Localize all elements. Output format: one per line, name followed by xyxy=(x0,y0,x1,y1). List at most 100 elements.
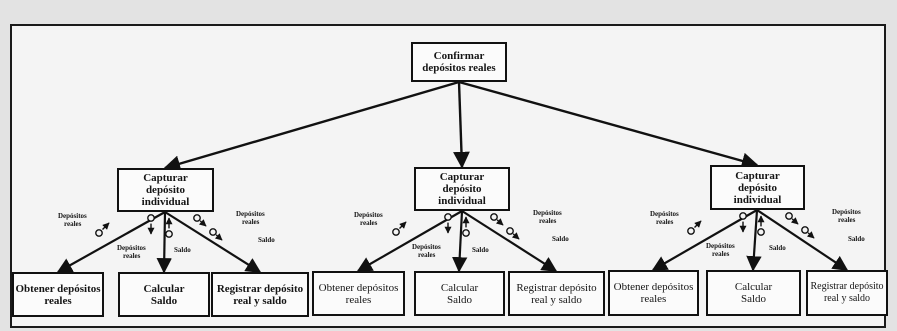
group-1-child-obtener[interactable]: Obtener depósitos reales xyxy=(12,272,104,317)
group-1-flow-right-saldo: Saldo xyxy=(258,236,275,244)
group-3-to-child-1-arrow xyxy=(651,209,758,271)
group-1-flow-mid-line1: Depósitos xyxy=(117,244,146,252)
group-3-flow-saldo-label: Saldo xyxy=(769,244,786,252)
group-2-flow-mid-label: Depósitos reales xyxy=(412,243,441,259)
group-3-couple-right-2-circle xyxy=(801,226,809,234)
group-2-to-child-2-arrow xyxy=(452,210,468,273)
group-2-parent-line2: depósito xyxy=(442,183,482,195)
group-1-couple-left-arrow xyxy=(102,222,110,230)
group-3-flow-right-saldo-label: Saldo xyxy=(848,235,865,243)
group-2-child-3-line2: real y saldo xyxy=(531,293,582,306)
root-label-line1: Confirmar xyxy=(433,50,485,62)
group-3-flow-right-line2: reales xyxy=(838,216,856,224)
group-3-flow-left-line1: Depósitos xyxy=(650,210,679,218)
group-3-child-obtener[interactable]: Obtener depósitos reales xyxy=(608,270,699,316)
group-1-child-2-line2: Saldo xyxy=(150,294,178,307)
group-2-child-calcular[interactable]: Calcular Saldo xyxy=(414,271,505,316)
group-1-flow-right-line1: Depósitos xyxy=(236,210,265,218)
group-1-flow-left-label: Depósitos reales xyxy=(58,212,87,228)
group-3-child-registrar[interactable]: Registrar depósito real y saldo xyxy=(806,270,888,316)
group-3-couple-left-arrow xyxy=(694,220,702,228)
group-1-child-calcular[interactable]: Calcular Saldo xyxy=(118,272,210,317)
group-2-child-1-line2: reales xyxy=(345,293,372,306)
group-3-couple-right-1-circle xyxy=(785,212,793,220)
group-2-parent-line1: Capturar xyxy=(439,171,485,183)
group-2-flow-saldo-label: Saldo xyxy=(472,246,489,254)
group-2-to-child-1-arrow xyxy=(356,210,463,272)
group-1-flow-left-line2: reales xyxy=(64,220,82,228)
group-2-flow-saldo: Saldo xyxy=(472,246,489,254)
group-1-parent-line2: depósito xyxy=(145,184,186,196)
group-3-couple-saldo-up-circle xyxy=(757,228,765,236)
group-1-flow-right-saldo-label: Saldo xyxy=(258,236,275,244)
group-1-couple-right-2-circle xyxy=(209,228,217,236)
group-1-child-3-line1: Registrar depósito xyxy=(216,282,304,295)
root-to-group-2-arrow xyxy=(453,81,470,169)
group-2-parent-line3: individual xyxy=(438,195,486,207)
group-1-child-2-line1: Calcular xyxy=(143,282,185,295)
group-3-couple-left-circle xyxy=(687,227,695,235)
group-3-flow-mid-line1: Depósitos xyxy=(706,242,735,250)
group-2-child-2-line2: Saldo xyxy=(446,293,473,306)
group-1-to-child-3-arrow xyxy=(164,211,262,273)
group-1-parent-line3: individual xyxy=(141,196,190,208)
group-3-couple-mid-down-circle xyxy=(739,212,747,220)
group-3-flow-saldo: Saldo xyxy=(769,244,786,252)
group-1-parent-line1: Capturar xyxy=(143,172,188,184)
group-1-flow-right-label: Depósitos reales xyxy=(236,210,265,226)
group-3-flow-mid-label: Depósitos reales xyxy=(706,242,735,258)
group-3-parent-box[interactable]: Capturar depósito individual xyxy=(710,165,805,210)
group-3-flow-right-line1: Depósitos xyxy=(832,208,861,216)
group-1-parent-box[interactable]: Capturar depósito individual xyxy=(117,168,214,212)
group-2-couple-right-2-arrow xyxy=(511,232,520,240)
group-3-parent-line2: depósito xyxy=(737,181,778,194)
group-2-flow-right-label: Depósitos reales xyxy=(533,209,562,225)
group-2-child-2-line1: Calcular xyxy=(440,281,479,294)
group-2-child-obtener[interactable]: Obtener depósitos reales xyxy=(312,271,405,316)
group-2-couple-right-2-circle xyxy=(506,227,514,235)
group-1-to-child-1-arrow xyxy=(56,211,166,273)
group-1-couple-right-1-arrow xyxy=(198,219,207,227)
group-3-child-2-line1: Calcular xyxy=(734,281,773,293)
group-3-flow-left-label: Depósitos reales xyxy=(650,210,679,226)
group-3-child-1-line1: Obtener depósitos xyxy=(613,281,694,293)
group-2-flow-right-saldo-label: Saldo xyxy=(552,235,569,243)
root-to-group-3-arrow xyxy=(458,80,759,170)
group-3-couple-right-2-arrow xyxy=(806,231,815,239)
group-1-couple-right-2-arrow xyxy=(214,233,223,241)
group-2-flow-mid-line1: Depósitos xyxy=(412,243,441,251)
group-2-couple-right-1-arrow xyxy=(495,218,504,226)
group-1-flow-saldo-label: Saldo xyxy=(174,246,191,254)
group-3-child-calcular[interactable]: Calcular Saldo xyxy=(706,270,801,316)
group-2-to-child-3-arrow xyxy=(461,210,558,272)
root-to-group-1-arrow xyxy=(163,80,460,172)
group-3-to-child-3-arrow xyxy=(756,209,849,271)
group-1-child-1-line2: reales xyxy=(44,294,72,307)
root-box-confirmar-depositos[interactable]: Confirmar depósitos reales xyxy=(411,42,507,82)
group-2-couple-left-arrow xyxy=(399,221,407,229)
group-1-couple-right-1-circle xyxy=(193,214,201,222)
group-2-flow-left-line1: Depósitos xyxy=(354,211,383,219)
group-2-child-3-line1: Registrar depósito xyxy=(516,281,597,294)
group-3-parent-line1: Capturar xyxy=(735,169,780,182)
group-2-couple-mid-down-circle xyxy=(444,213,452,221)
group-1-couple-saldo-up-circle xyxy=(165,230,173,238)
group-1-flow-mid-label: Depósitos reales xyxy=(117,244,146,260)
root-label-line2: depósitos reales xyxy=(422,62,496,74)
group-1-flow-right-line2: reales xyxy=(242,218,260,226)
group-3-couple-right-1-arrow xyxy=(790,217,799,225)
group-2-flow-mid-line2: reales xyxy=(418,251,436,259)
group-1-to-child-2-arrow xyxy=(156,211,172,274)
group-1-flow-left-line1: Depósitos xyxy=(58,212,87,220)
group-2-couple-left-circle xyxy=(392,228,400,236)
group-3-to-child-2-arrow xyxy=(746,209,762,272)
group-3-child-3-line1: Registrar depósito xyxy=(810,281,884,292)
group-2-flow-right-line2: reales xyxy=(539,217,557,225)
group-1-child-registrar[interactable]: Registrar depósito real y saldo xyxy=(211,272,309,317)
group-1-flow-mid-line2: reales xyxy=(123,252,141,260)
group-2-parent-box[interactable]: Capturar depósito individual xyxy=(414,167,510,211)
group-2-child-1-line1: Obtener depósitos xyxy=(318,281,399,294)
group-1-child-3-line2: real y saldo xyxy=(233,294,287,307)
group-2-child-registrar[interactable]: Registrar depósito real y saldo xyxy=(508,271,605,316)
